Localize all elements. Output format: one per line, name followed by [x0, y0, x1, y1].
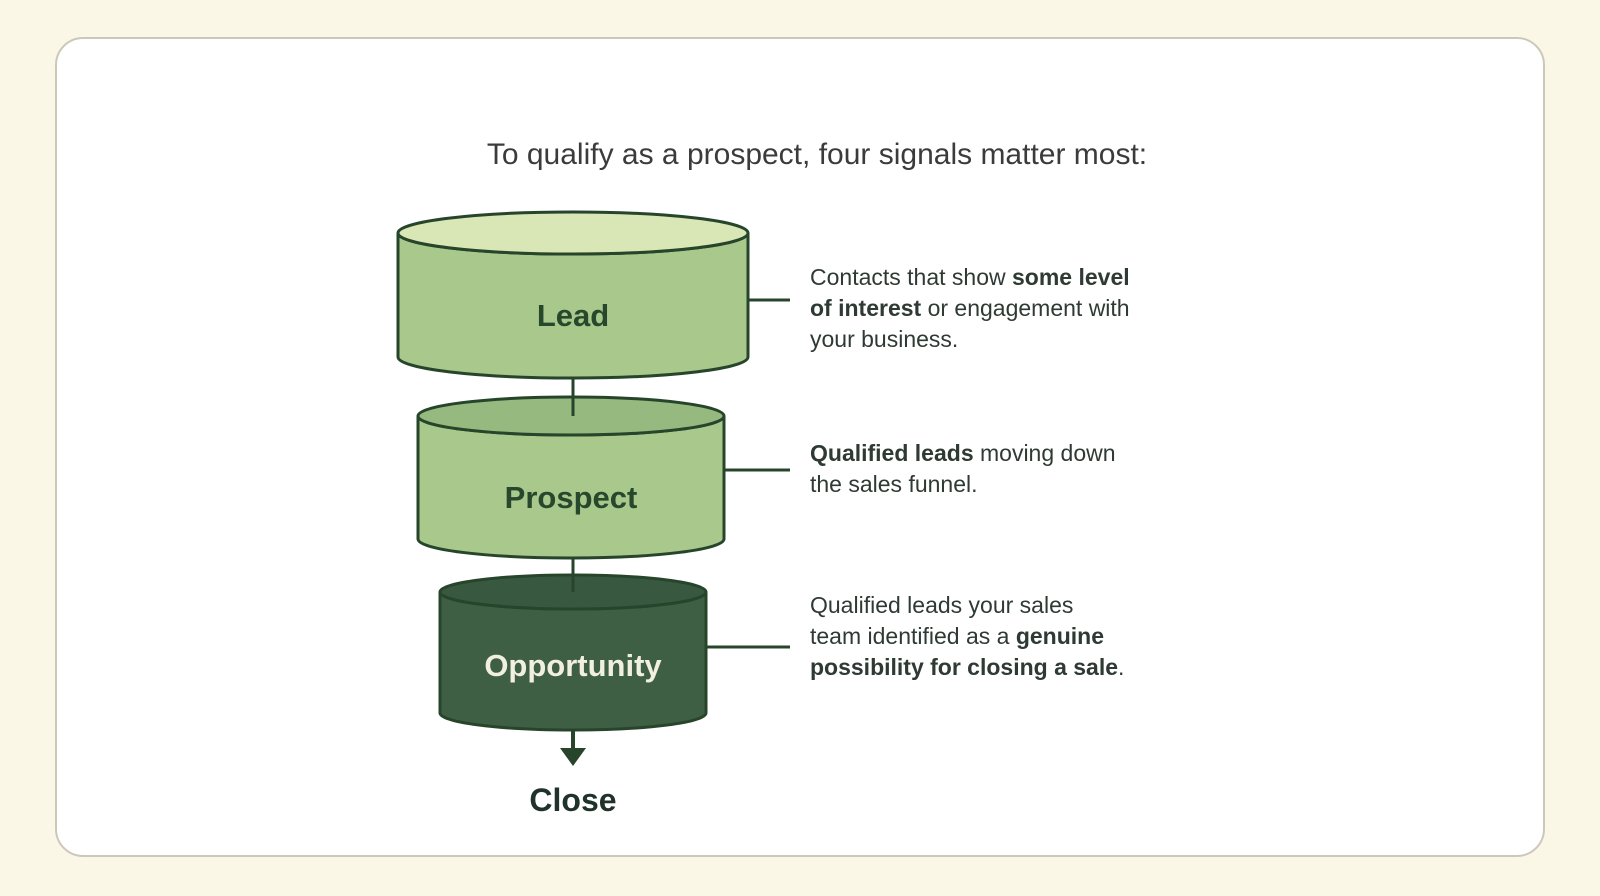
prospect-description-segment: moving down the sales funnel. [810, 440, 1116, 497]
lead-description: Contacts that show some level of interes… [810, 262, 1210, 355]
funnel-shapes [396, 210, 790, 766]
page-title: To qualify as a prospect, four signals m… [486, 138, 1148, 171]
infographic-card [55, 37, 1545, 857]
close-arrow-head [560, 748, 586, 766]
lead-cylinder-top [396, 210, 750, 256]
prospect-cylinder-top [416, 395, 726, 437]
stage-label-close: Close [529, 782, 617, 818]
lead-description-segment-bold: some level of interest [810, 264, 1130, 321]
stage-label-opportunity: Opportunity [484, 648, 662, 683]
opportunity-description-segment: Qualified leads your sales team identifi… [810, 592, 1074, 649]
lead-description-segment: Contacts that show [810, 264, 1012, 290]
stage-label-prospect: Prospect [504, 480, 638, 515]
lead-description-segment: or engagement with your business. [810, 295, 1130, 352]
opportunity-description-segment: . [1118, 654, 1125, 680]
prospect-description: Qualified leads moving down the sales fu… [810, 438, 1210, 500]
opportunity-description: Qualified leads your sales team identifi… [810, 590, 1210, 683]
stage-label-lead: Lead [536, 298, 610, 333]
opportunity-description-segment-bold: genuine possibility for closing a sale [810, 623, 1119, 680]
prospect-description-segment-bold: Qualified leads [810, 440, 974, 466]
